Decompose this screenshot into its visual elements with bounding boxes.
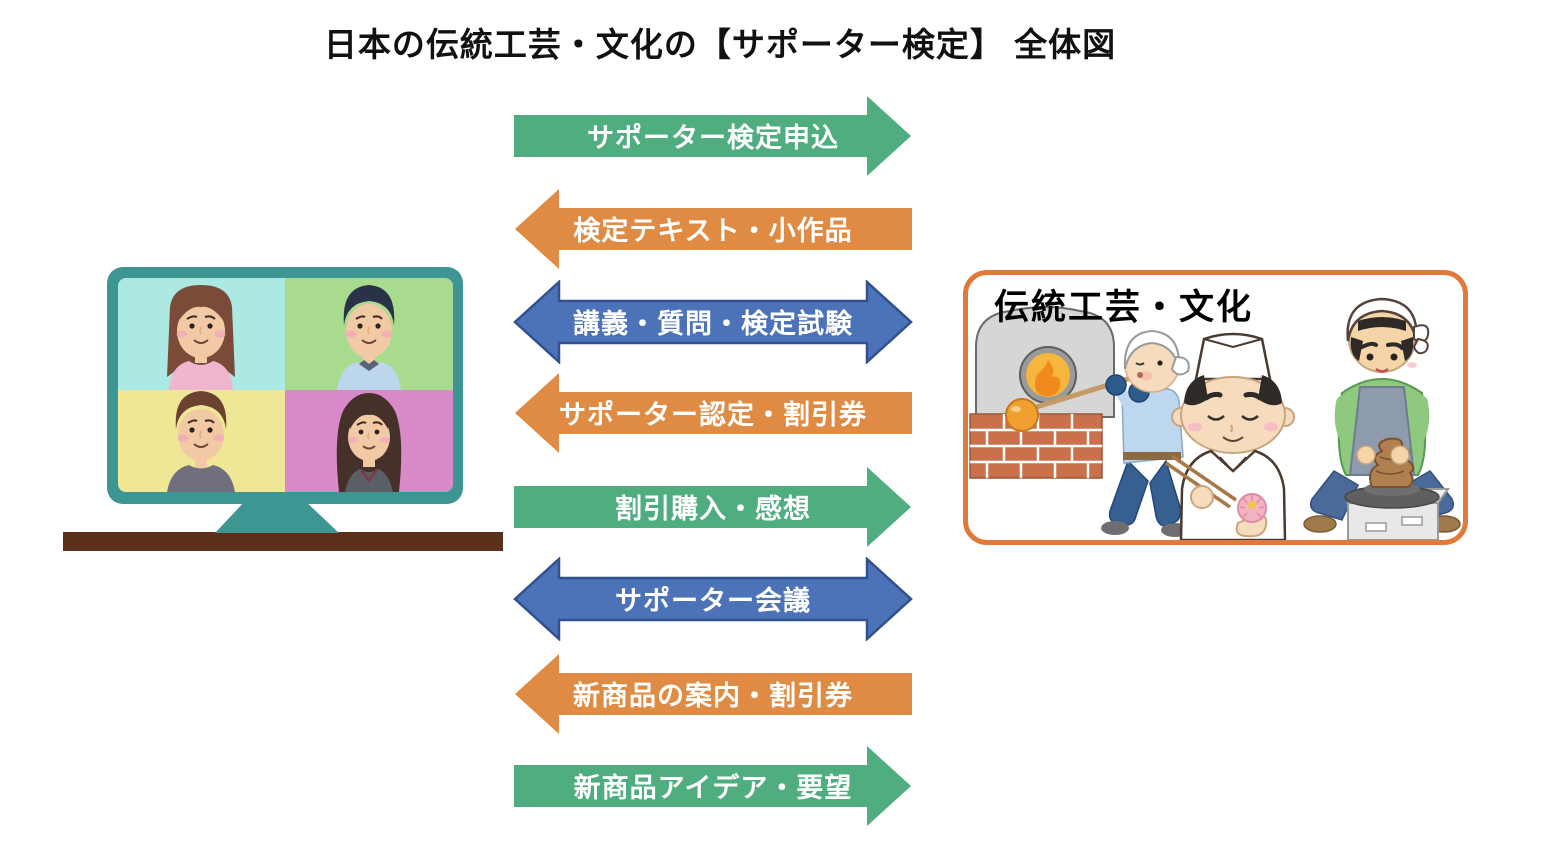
crafts-illustration: [969, 297, 1461, 540]
both-arrow-shape: [513, 280, 913, 364]
video-grid: [118, 278, 453, 492]
table-bar: [63, 532, 503, 551]
both-arrow-shape: [513, 557, 913, 641]
left-arrow-shape: [515, 654, 912, 734]
monitor-icon: [63, 267, 503, 551]
participant-man-2: [167, 391, 235, 492]
page-title: 日本の伝統工芸・文化の【サポーター検定】 全体図: [323, 26, 1117, 63]
left-arrow-shape: [515, 189, 912, 269]
arrow-label: 講義・質問・検定試験: [573, 308, 853, 339]
participant-woman-2: [336, 393, 402, 492]
flow-arrow-supporter-meeting: サポーター会議: [513, 557, 913, 641]
arrow-label: サポーター認定・割引券: [559, 399, 867, 430]
left-arrow-shape: [515, 373, 912, 453]
traditional-crafts-box: 伝統工芸・文化: [963, 270, 1468, 545]
participant-woman-1: [167, 285, 235, 390]
arrow-label: サポーター検定申込: [587, 122, 839, 153]
flow-arrow-purchase-feedback: 割引購入・感想: [513, 465, 913, 549]
arrow-label: 検定テキスト・小作品: [573, 215, 853, 246]
flow-arrow-lecture-exam: 講義・質問・検定試験: [513, 280, 913, 364]
monitor-stand: [215, 499, 339, 533]
arrow-label: サポーター会議: [615, 585, 811, 616]
arrow-stack: サポーター検定申込検定テキスト・小作品講義・質問・検定試験サポーター認定・割引券…: [513, 0, 913, 846]
right-arrow-shape: [514, 746, 911, 826]
arrow-label: 新商品の案内・割引券: [573, 680, 853, 711]
crafts-box-label: 伝統工芸・文化: [994, 288, 1254, 327]
flow-arrow-apply: サポーター検定申込: [513, 94, 913, 178]
flow-arrow-certification: サポーター認定・割引券: [513, 371, 913, 455]
glassblower-icon: [969, 306, 1190, 537]
flow-arrow-new-product-info: 新商品の案内・割引券: [513, 652, 913, 736]
participant-man-1: [337, 285, 401, 390]
right-arrow-shape: [514, 467, 911, 547]
right-arrow-shape: [514, 96, 911, 176]
flow-arrow-ideas-requests: 新商品アイデア・要望: [513, 744, 913, 828]
video-call-monitor-illustration: [63, 265, 503, 555]
arrow-label: 割引購入・感想: [615, 493, 811, 524]
confectioner-icon: [1165, 332, 1295, 540]
arrow-label: 新商品アイデア・要望: [573, 772, 853, 803]
flow-arrow-text-works: 検定テキスト・小作品: [513, 187, 913, 271]
potter-icon: [1303, 297, 1461, 540]
